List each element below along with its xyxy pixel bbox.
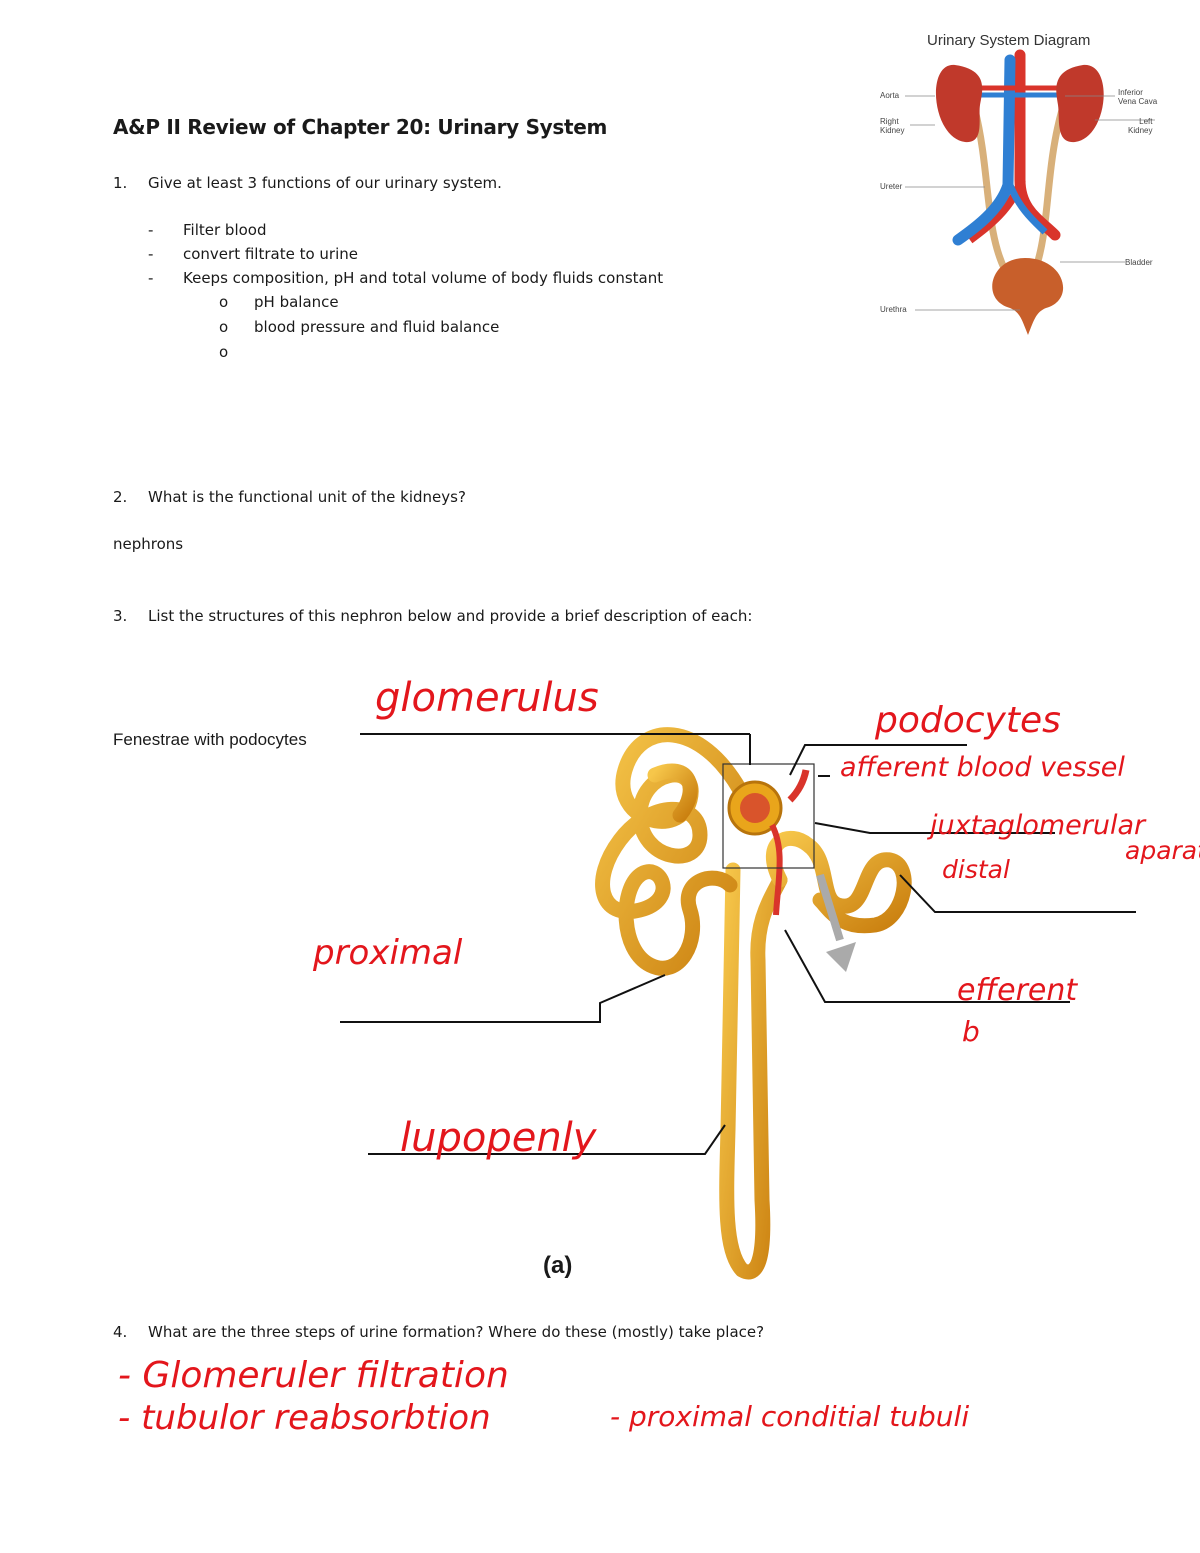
- label-ureter: Ureter: [880, 182, 903, 191]
- hand-proximal: proximal: [313, 933, 463, 973]
- q1-subitem-2: blood pressure and fluid balance: [254, 318, 500, 336]
- q3-text: List the structures of this nephron belo…: [148, 607, 753, 625]
- label-left-kidney: Left Kidney: [1128, 117, 1153, 135]
- hand-step1: - Glomeruler filtration: [118, 1355, 509, 1396]
- q1-item-3: Keeps composition, pH and total volume o…: [183, 269, 664, 287]
- q2-answer: nephrons: [113, 535, 184, 553]
- q2-text: What is the functional unit of the kidne…: [148, 488, 466, 506]
- hand-efferent-b: b: [962, 1015, 980, 1048]
- q4-number: 4.: [113, 1323, 128, 1341]
- figure-caption: (a): [543, 1252, 573, 1279]
- label-aorta: Aorta: [880, 91, 900, 100]
- hand-distal: distal: [942, 855, 1010, 884]
- q1-subitem-1: pH balance: [254, 293, 339, 311]
- hand-step2-place: - proximal conditial tubuli: [610, 1400, 970, 1433]
- hand-afferent: afferent blood vessel: [840, 752, 1125, 783]
- hand-efferent: efferent: [957, 973, 1078, 1008]
- q4-text: What are the three steps of urine format…: [148, 1323, 765, 1341]
- q1-text: Give at least 3 functions of our urinary…: [148, 174, 502, 192]
- label-ivc: Inferior Vena Cava: [1118, 88, 1158, 106]
- bullet-marker: o: [219, 343, 229, 361]
- hand-apparatus: aparat: [1125, 836, 1200, 865]
- nephron-art: [340, 727, 1136, 1280]
- q1-item-1: Filter blood: [183, 221, 267, 239]
- q3-number: 3.: [113, 607, 128, 625]
- dash-marker: -: [148, 221, 154, 239]
- hand-glomerulus: glomerulus: [375, 675, 599, 721]
- hand-step2: - tubulor reabsorbtion: [118, 1398, 491, 1438]
- bullet-marker: o: [219, 318, 229, 336]
- urinary-diagram-title: Urinary System Diagram: [927, 32, 1091, 49]
- hand-juxtaglomerular: juxtaglomerular: [930, 810, 1146, 841]
- q1-number: 1.: [113, 174, 128, 192]
- hand-loop: lupopenly: [400, 1115, 597, 1161]
- page-title: A&P II Review of Chapter 20: Urinary Sys…: [113, 115, 608, 139]
- dash-marker: -: [148, 245, 154, 263]
- q2-number: 2.: [113, 488, 128, 506]
- bullet-marker: o: [219, 293, 229, 311]
- dash-marker: -: [148, 269, 154, 287]
- fenestrae-label: Fenestrae with podocytes: [113, 730, 307, 749]
- label-right-kidney: Right Kidney: [880, 117, 905, 135]
- label-urethra: Urethra: [880, 305, 907, 314]
- label-bladder: Bladder: [1125, 258, 1153, 267]
- urinary-diagram-art: [905, 49, 1155, 335]
- hand-podocytes: podocytes: [875, 700, 1061, 741]
- q1-item-2: convert filtrate to urine: [183, 245, 358, 263]
